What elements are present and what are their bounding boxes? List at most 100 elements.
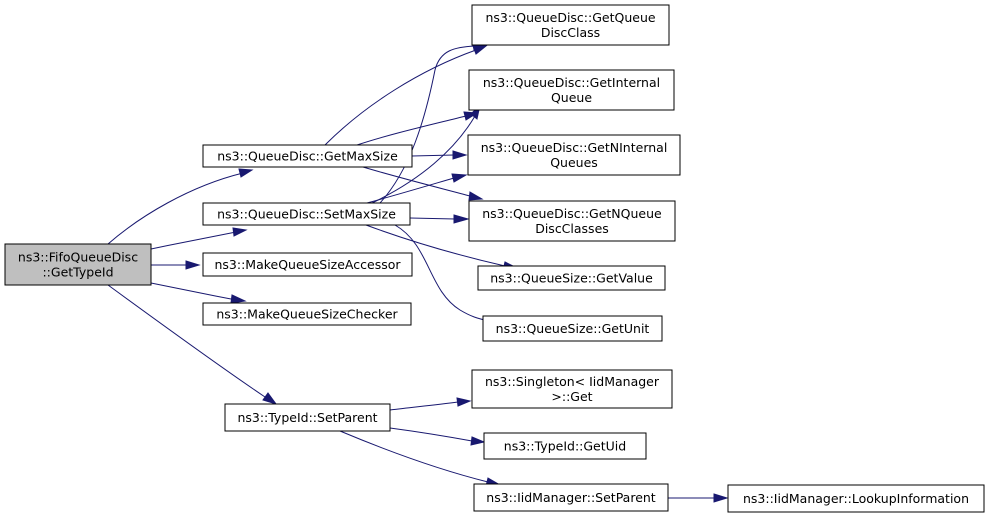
node-iid-lookup-information[interactable]: ns3::IidManager::LookupInformation <box>727 484 985 513</box>
edge-get-max-size-to-get-n-internal-queues <box>411 150 468 160</box>
node-box <box>482 315 663 342</box>
node-box <box>471 4 670 46</box>
node-label: ns3::QueueDisc::GetNInternal <box>481 140 668 155</box>
edge-line <box>339 430 489 483</box>
edge-line <box>409 217 456 220</box>
arrowhead-icon <box>470 436 486 446</box>
node-label: ::GetTypeId <box>42 265 113 280</box>
node-label: ns3::QueueDisc::GetMaxSize <box>217 149 398 164</box>
node-box <box>202 302 412 326</box>
edge-line <box>366 177 455 204</box>
edge-fifo-get-type-id-to-set-parent <box>107 284 278 405</box>
node-box <box>477 265 666 291</box>
node-box <box>471 369 673 409</box>
node-box <box>727 484 985 513</box>
edge-line <box>150 282 232 300</box>
edge-fifo-get-type-id-to-get-max-size <box>107 168 254 245</box>
edge-fifo-get-type-id-to-set-max-size <box>150 227 248 250</box>
node-label: ns3::QueueSize::GetUnit <box>496 321 650 336</box>
node-label: ns3::QueueDisc::GetInternal <box>483 75 660 90</box>
edge-line <box>394 224 491 322</box>
node-label: ns3::IidManager::LookupInformation <box>743 491 969 506</box>
edge-line <box>371 115 476 204</box>
node-box <box>202 144 413 168</box>
arrowhead-icon <box>238 168 254 178</box>
edge-get-max-size-to-get-internal-queue <box>356 111 479 146</box>
edge-iid-set-parent-to-iid-lookup-information <box>668 493 729 503</box>
node-singleton-get[interactable]: ns3::Singleton< IidManager>::Get <box>471 369 673 409</box>
node-label: ns3::QueueDisc::GetNQueue <box>482 206 662 221</box>
edge-line <box>107 172 244 245</box>
node-label: ns3::QueueDisc::SetMaxSize <box>217 207 396 222</box>
node-box <box>483 432 647 460</box>
node-label: Queue <box>551 90 592 105</box>
node-fifo-get-type-id[interactable]: ns3::FifoQueueDisc::GetTypeId <box>4 243 152 286</box>
edge-line <box>362 166 471 197</box>
arrowhead-icon <box>185 260 201 270</box>
edge-set-max-size-to-get-n-queue-disc-classes <box>409 214 470 224</box>
node-set-parent[interactable]: ns3::TypeId::SetParent <box>224 403 391 432</box>
node-box <box>224 403 391 432</box>
node-label: >::Get <box>551 389 592 404</box>
node-box <box>202 202 411 226</box>
edge-line <box>365 224 506 267</box>
edge-set-parent-to-singleton-get <box>389 397 472 411</box>
node-box <box>467 134 681 176</box>
node-label: ns3::TypeId::SetParent <box>237 410 377 425</box>
arrowhead-icon <box>452 150 468 160</box>
edge-line <box>107 284 266 398</box>
edge-line <box>379 45 476 204</box>
arrowhead-icon <box>230 294 247 304</box>
node-label: ns3::Singleton< IidManager <box>485 374 660 389</box>
arrowhead-icon <box>468 191 484 201</box>
node-label: DiscClasses <box>535 221 609 236</box>
arrowhead-icon <box>713 493 729 503</box>
node-label: ns3::QueueSize::GetValue <box>490 271 653 286</box>
edge-get-max-size-to-get-n-queue-disc-classes <box>362 166 484 201</box>
edge-set-max-size-to-get-queue-disc-class <box>379 41 488 204</box>
node-iid-set-parent[interactable]: ns3::IidManager::SetParent <box>473 483 669 512</box>
edge-fifo-get-type-id-to-make-checker <box>150 282 247 304</box>
node-label: DiscClass <box>541 25 600 40</box>
edge-line <box>389 427 473 442</box>
call-nodes: ns3::FifoQueueDisc::GetTypeId ns3::QueueD… <box>4 4 985 513</box>
edge-line <box>389 401 459 411</box>
node-make-checker[interactable]: ns3::MakeQueueSizeChecker <box>202 302 412 326</box>
node-label: Queues <box>550 155 598 170</box>
arrowhead-icon <box>262 392 278 405</box>
arrowhead-icon <box>456 397 472 407</box>
node-box <box>468 200 676 242</box>
node-label: ns3::MakeQueueSizeAccessor <box>214 257 401 272</box>
edge-line <box>324 49 477 146</box>
node-box <box>202 252 413 277</box>
arrowhead-icon <box>453 214 470 224</box>
node-box <box>473 483 669 512</box>
edge-set-parent-to-typeid-get-uid <box>389 427 486 446</box>
arrowhead-icon <box>451 173 468 183</box>
node-label: ns3::IidManager::SetParent <box>486 490 656 505</box>
node-label: ns3::MakeQueueSizeChecker <box>216 307 398 322</box>
edge-set-max-size-to-get-n-internal-queues <box>366 173 468 204</box>
edge-line <box>150 231 237 250</box>
node-get-max-size[interactable]: ns3::QueueDisc::GetMaxSize <box>202 144 413 168</box>
node-box <box>4 243 152 286</box>
edge-line <box>411 154 455 157</box>
node-make-accessor[interactable]: ns3::MakeQueueSizeAccessor <box>202 252 413 277</box>
node-label: ns3::TypeId::GetUid <box>504 439 626 454</box>
node-queue-size-get-unit[interactable]: ns3::QueueSize::GetUnit <box>482 315 663 342</box>
node-label: ns3::QueueDisc::GetQueue <box>485 10 655 25</box>
arrowhead-icon <box>232 227 248 237</box>
node-label: ns3::FifoQueueDisc <box>18 250 138 265</box>
edge-line <box>356 115 467 146</box>
node-typeid-get-uid[interactable]: ns3::TypeId::GetUid <box>483 432 647 460</box>
edge-fifo-get-type-id-to-make-accessor <box>151 260 201 270</box>
node-queue-size-get-value[interactable]: ns3::QueueSize::GetValue <box>477 265 666 291</box>
node-box <box>468 69 675 111</box>
node-set-max-size[interactable]: ns3::QueueDisc::SetMaxSize <box>202 202 411 226</box>
edge-get-max-size-to-get-queue-disc-class <box>324 45 488 146</box>
